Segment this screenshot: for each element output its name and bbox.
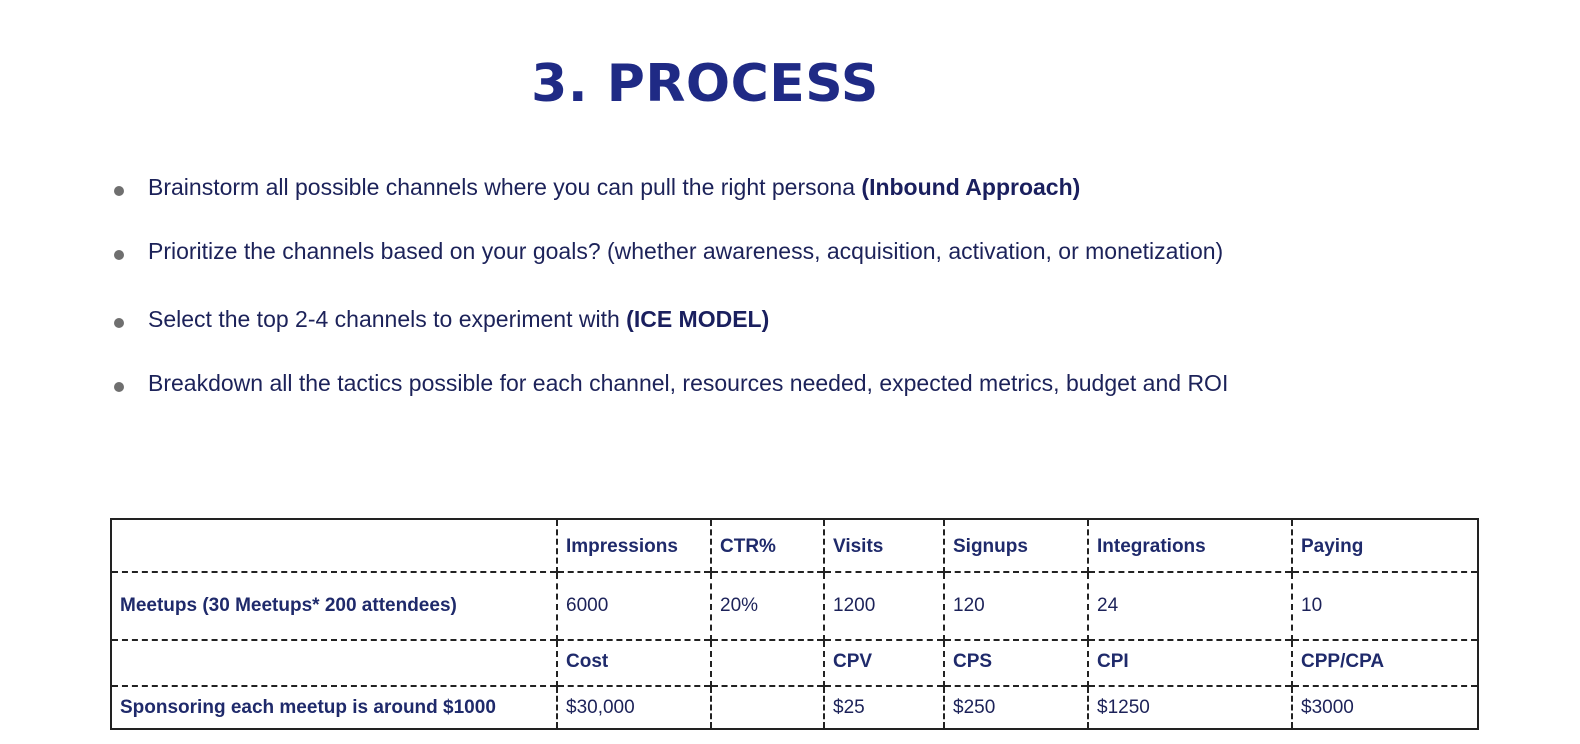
bullet-emphasis: (Inbound Approach) xyxy=(861,174,1081,200)
value-blank xyxy=(710,685,824,729)
header-cell-visits: Visits xyxy=(823,519,944,572)
header-cell-empty xyxy=(111,519,557,572)
header-cell-integrations: Integrations xyxy=(1087,519,1292,572)
value-paying: 10 xyxy=(1291,571,1478,640)
bullet-text: Prioritize the channels based on your go… xyxy=(148,236,1223,266)
cost-values-row: Sponsoring each meetup is around $1000 $… xyxy=(111,685,1478,729)
bullet-dot-icon xyxy=(114,382,124,392)
bullet-dot-icon xyxy=(114,186,124,196)
value-cpv: $25 xyxy=(823,685,944,729)
bullet-emphasis: (ICE MODEL) xyxy=(626,306,770,332)
value-impressions: 6000 xyxy=(556,571,711,640)
cost-header-cpv: CPV xyxy=(823,639,944,686)
funnel-header-row: Impressions CTR% Visits Signups Integrat… xyxy=(111,519,1478,572)
bullet-body: Brainstorm all possible channels where y… xyxy=(148,174,862,200)
header-cell-impressions: Impressions xyxy=(556,519,711,572)
cost-header-cps: CPS xyxy=(943,639,1088,686)
bullet-body: Prioritize the channels based on your go… xyxy=(148,238,1224,264)
bullet-text: Brainstorm all possible channels where y… xyxy=(148,172,1080,202)
cost-header-cpi: CPI xyxy=(1087,639,1292,686)
bullet-dot-icon xyxy=(114,250,124,260)
value-visits: 1200 xyxy=(823,571,944,640)
slide-title: 3. PROCESS xyxy=(531,54,879,114)
value-cpp-cpa: $3000 xyxy=(1291,685,1478,729)
cost-header-blank xyxy=(710,639,824,686)
value-cost: $30,000 xyxy=(556,685,711,729)
value-ctr: 20% xyxy=(710,571,824,640)
funnel-metrics-table: Impressions CTR% Visits Signups Integrat… xyxy=(110,518,1479,730)
header-cell-ctr: CTR% xyxy=(710,519,824,572)
cost-header-cost: Cost xyxy=(556,639,711,686)
bullet-text: Select the top 2-4 channels to experimen… xyxy=(148,304,769,334)
bullet-dot-icon xyxy=(114,318,124,328)
bullet-text: Breakdown all the tactics possible for e… xyxy=(148,368,1228,398)
cost-header-row: Cost CPV CPS CPI CPP/CPA xyxy=(111,639,1478,686)
value-signups: 120 xyxy=(943,571,1088,640)
header-cell-paying: Paying xyxy=(1291,519,1478,572)
value-integrations: 24 xyxy=(1087,571,1292,640)
value-cpi: $1250 xyxy=(1087,685,1292,729)
bullet-body: Breakdown all the tactics possible for e… xyxy=(148,370,1229,396)
row-label-meetups: Meetups (30 Meetups* 200 attendees) xyxy=(111,571,557,640)
funnel-values-row: Meetups (30 Meetups* 200 attendees) 6000… xyxy=(111,571,1478,640)
bullet-body: Select the top 2-4 channels to experimen… xyxy=(148,306,627,332)
value-cps: $250 xyxy=(943,685,1088,729)
cost-header-empty xyxy=(111,639,557,686)
cost-header-cpp-cpa: CPP/CPA xyxy=(1291,639,1478,686)
header-cell-signups: Signups xyxy=(943,519,1088,572)
row-label-sponsoring: Sponsoring each meetup is around $1000 xyxy=(111,685,557,729)
